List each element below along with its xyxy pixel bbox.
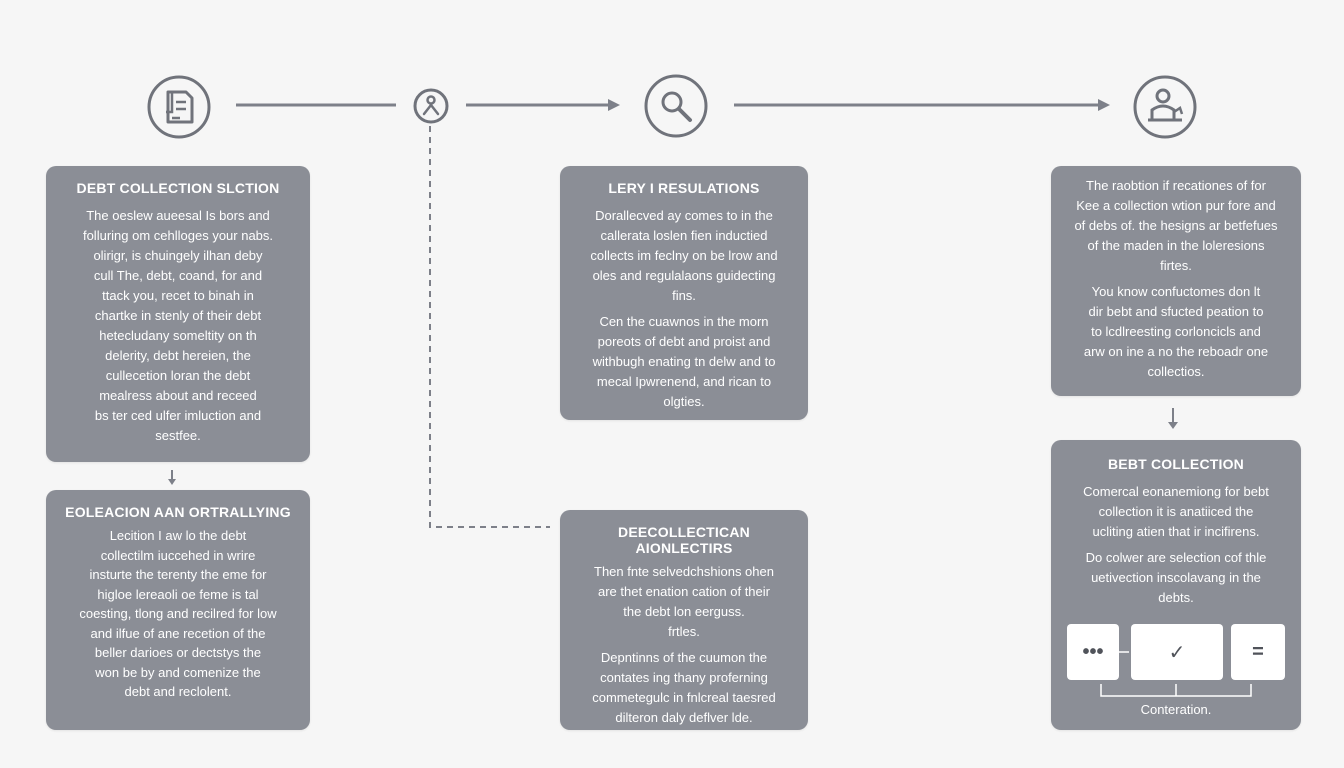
down-arrowhead-right	[1168, 422, 1178, 429]
card-body: Then fnte selvedchshions ohen are thet e…	[594, 564, 774, 639]
down-arrowhead-left	[168, 479, 176, 485]
card-body: Lecition I aw lo the debt collectilm iuc…	[79, 528, 277, 699]
card-body: Comercal eonanemiong for bebt collection…	[1083, 484, 1269, 539]
card-body-secondary: You know confuctomes don lt dir bebt and…	[1083, 284, 1269, 379]
card-eoleacion-ortrallying: EOLEACION AAN ORTRALLYING Lecition I aw …	[46, 490, 310, 730]
card-bebt-collection: BEBT COLLECTION Comercal eonanemiong for…	[1051, 440, 1301, 730]
card-title: EOLEACION AAN ORTRALLYING	[65, 504, 291, 520]
arrowhead-3	[608, 99, 620, 111]
magnifier-icon	[642, 72, 710, 145]
card-body: Dorallecved ay comes to in the callerata…	[590, 208, 778, 303]
card-title: DEECOLLECTICAN AIONLECTIRS	[618, 524, 750, 556]
person-small-icon	[412, 87, 450, 130]
card-title: LERY I RESULATIONS	[608, 180, 760, 196]
control-caption: Conteration.	[1140, 702, 1212, 717]
card-body: The raobtion if recationes of for Kee a …	[1074, 178, 1278, 273]
card-body-secondary: Do colwer are selection cof thle uetivec…	[1085, 550, 1267, 605]
card-body-secondary: Depntinns of the cuumon the contates ing…	[592, 650, 776, 725]
card-title: BEBT COLLECTION	[1108, 456, 1244, 472]
person-desk-icon	[1132, 74, 1198, 145]
arrowhead-4	[1098, 99, 1110, 111]
card-deecollectican: DEECOLLECTICAN AIONLECTIRS Then fnte sel…	[560, 510, 808, 730]
card-debt-collection-section: DEBT COLLECTION SLCTION The oeslew auees…	[46, 166, 310, 462]
card-body-secondary: Cen the cuawnos in the morn poreots of d…	[592, 314, 776, 409]
card-body: The oeslew aueesal Is bors and folluring…	[82, 208, 274, 443]
document-icon	[146, 74, 212, 145]
ellipsis-button[interactable]: •••	[1067, 624, 1119, 680]
control-row: ••• ✓ = Conteration.	[1063, 624, 1289, 724]
check-button[interactable]: ✓	[1131, 624, 1223, 680]
card-title: DEBT COLLECTION SLCTION	[76, 180, 280, 196]
control-bracket	[1100, 651, 1252, 697]
dashed-connector	[429, 126, 550, 528]
equals-button[interactable]: =	[1231, 624, 1285, 680]
card-lery-resulations: LERY I RESULATIONS Dorallecved ay comes …	[560, 166, 808, 420]
card-recationes: The raobtion if recationes of for Kee a …	[1051, 166, 1301, 396]
